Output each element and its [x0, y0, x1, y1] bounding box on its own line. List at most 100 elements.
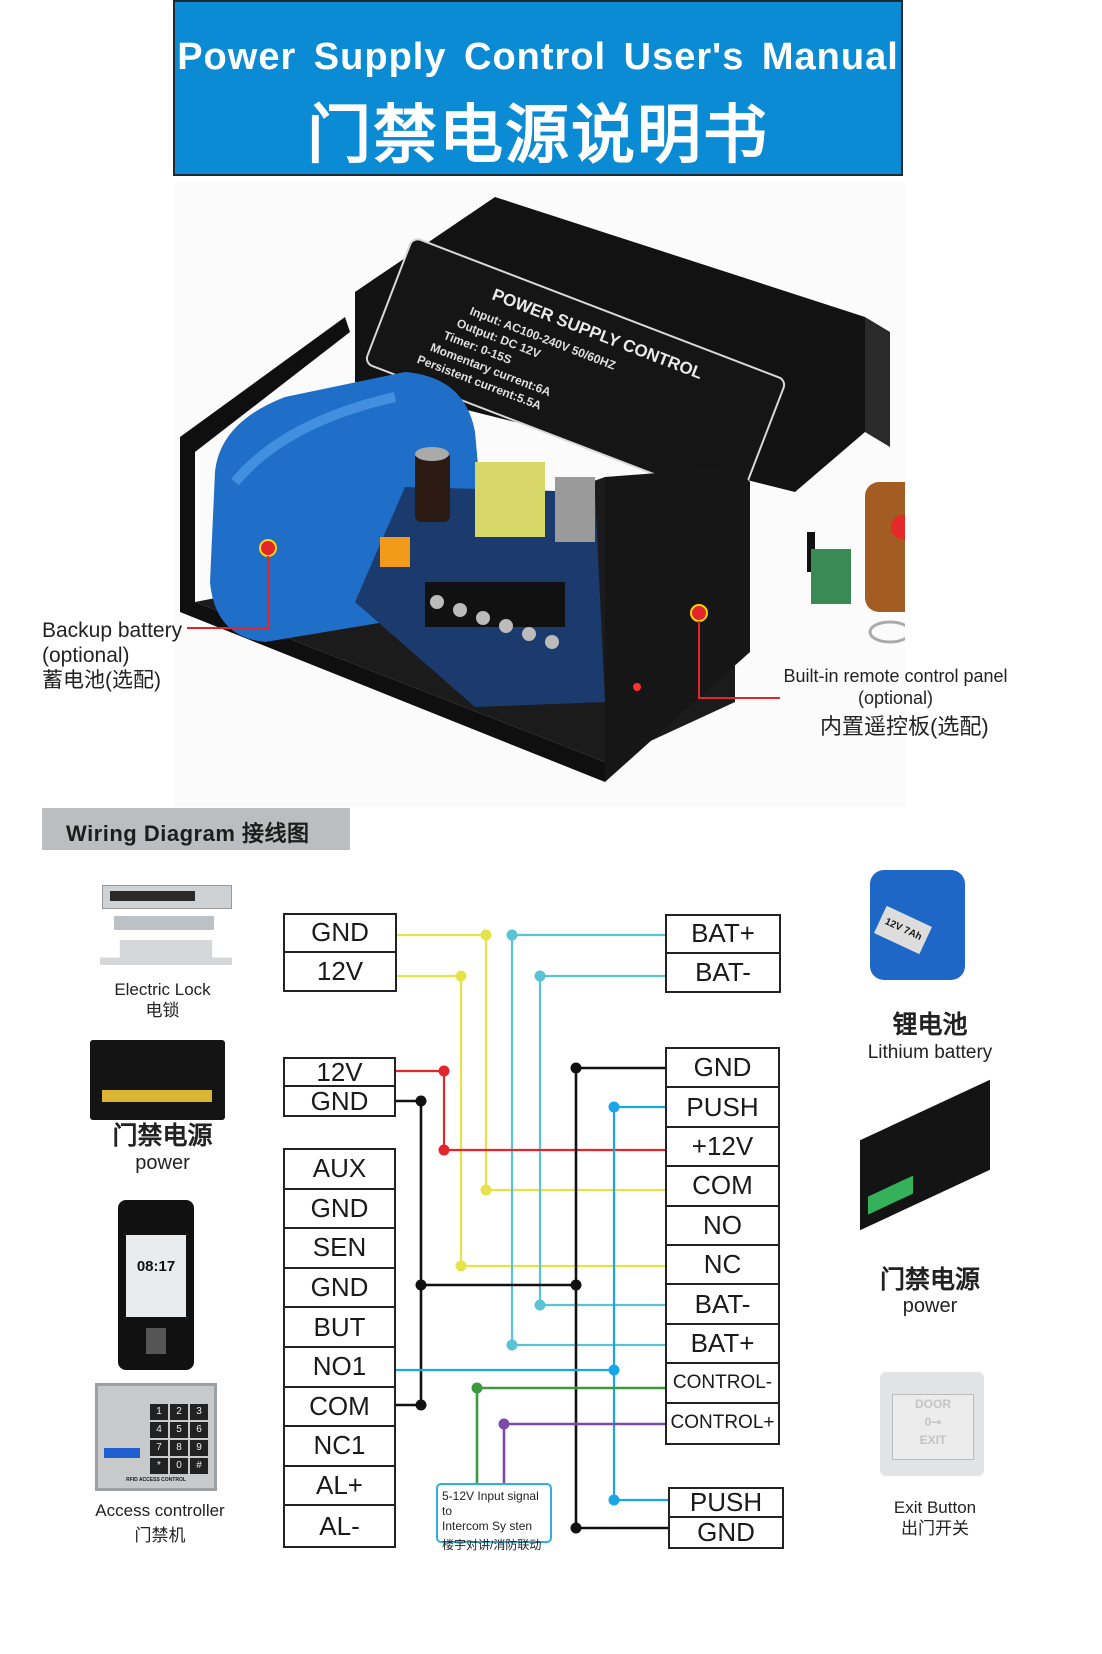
terminal-power-0: 12V [285, 1057, 394, 1087]
terminal-psu-9: CONTROL+ [670, 1412, 775, 1434]
remote-callout-en: Built-in remote control panel [783, 666, 1008, 686]
terminal-controller-6: COM [285, 1388, 394, 1428]
terminal-exit-0: PUSH [670, 1487, 782, 1518]
wire-control-minus [475, 1386, 665, 1485]
wiring-diagram-title: Wiring Diagram 接线图 [66, 821, 310, 846]
wiring-diagram-heading: Wiring Diagram 接线图 [42, 808, 350, 850]
key-icon: 0⊸ [924, 1415, 942, 1429]
junction-dot [415, 1095, 427, 1107]
power-caption-en-right: power [902, 1295, 958, 1317]
keypad-key: 5 [170, 1422, 188, 1438]
electric-lock-caption-zh: 电锁 [145, 1001, 180, 1020]
exit-button-door-text: DOOR [915, 1397, 951, 1411]
terminal-controller-1: GND [285, 1190, 394, 1230]
keypad-key: 7 [150, 1440, 168, 1456]
terminal-psu-7: BAT+ [667, 1325, 778, 1365]
power-supply-image-left [90, 1040, 225, 1120]
wire-lock-12v-to-nc [396, 974, 665, 1268]
electric-lock-caption: Electric Lock 电锁 [80, 979, 245, 1021]
keypad-label: RFID ACCESS CONTROL [126, 1477, 186, 1483]
terminal-lock-1: 12V [316, 955, 364, 986]
keypad-key: 6 [190, 1422, 208, 1438]
terminal-psu-6: BAT- [667, 1285, 778, 1325]
junction-dot [471, 1382, 483, 1394]
junction-dot [608, 1364, 620, 1376]
terminal-psu-3: COM [667, 1167, 778, 1207]
terminal-psu-1: PUSH [667, 1088, 778, 1128]
lithium-battery-image: 12V 7Ah [870, 870, 965, 980]
terminal-exit-1: GND [697, 1517, 755, 1547]
remote-callout-optional: (optional) [857, 688, 934, 708]
junction-dot [455, 1260, 467, 1272]
battery-callout-optional: (optional) [42, 644, 130, 667]
battery-callout-en: Backup battery [42, 619, 183, 642]
power-supply-image-right [860, 1079, 990, 1231]
keypad-key: 0 [170, 1458, 188, 1474]
terminal-lock-0: GND [285, 915, 395, 953]
junction-dot [506, 929, 518, 941]
junction-dot [534, 970, 546, 982]
remote-fob-icon [865, 482, 940, 612]
wire-battery-minus [538, 974, 665, 1307]
electric-lock-image [100, 885, 232, 970]
battery-terminal-block: BAT+BAT- [665, 914, 781, 993]
signal-note-line1: 5-12V Input signal to [442, 1489, 539, 1518]
junction-dot [498, 1418, 510, 1430]
wire-power-gnd-to-com [396, 1099, 423, 1407]
junction-dot [415, 1399, 427, 1411]
power-caption-zh-right: 门禁电源 [879, 1266, 980, 1294]
terminal-controller-4: BUT [285, 1308, 394, 1348]
terminal-clock: 08:17 [136, 1258, 176, 1275]
battery-callout-zh: 蓄电池(选配) [42, 669, 161, 692]
receiver-module-icon [811, 549, 851, 604]
junction-dot [480, 929, 492, 941]
exit-button-image: DOOR 0⊸ EXIT [880, 1372, 984, 1476]
terminal-psu-4: NO [667, 1207, 778, 1246]
keypad-key: 3 [190, 1404, 208, 1420]
battery-callout: Backup battery (optional) 蓄电池(选配) [42, 618, 182, 693]
header-banner: Power Supply Control User's Manual 门禁电源说… [173, 0, 903, 176]
junction-dot [570, 1279, 582, 1291]
terminal-controller-3: GND [285, 1269, 394, 1309]
keypad-key: 1 [150, 1404, 168, 1420]
remote-callout: Built-in remote control panel (optional) [773, 665, 1018, 709]
keypad-key: 8 [170, 1440, 188, 1456]
exit-button-caption-en: Exit Button [893, 1498, 977, 1517]
terminal-controller-7: NC1 [285, 1427, 394, 1467]
terminal-controller-8: AL+ [285, 1467, 394, 1507]
title-chinese: 门禁电源说明书 [307, 99, 769, 171]
junction-dot [506, 1339, 518, 1351]
power-supply-illustration: POWER SUPPLY CONTROL Input: AC100-240V 5… [180, 197, 940, 782]
wire-battery-plus [510, 933, 665, 1347]
keypad-key: 2 [170, 1404, 188, 1420]
intercom-signal-note: 5-12V Input signal to Intercom Sy sten 楼… [436, 1483, 552, 1552]
power-caption-en-left: power [135, 1152, 190, 1174]
enclosure-base [180, 317, 605, 782]
junction-dot [570, 1522, 582, 1534]
exit-button-caption: Exit Button 出门开关 [855, 1497, 1015, 1539]
wire-lock-gnd-to-com [396, 933, 665, 1192]
product-photo: POWER SUPPLY CONTROL Input: AC100-240V 5… [175, 182, 940, 807]
terminal-controller-0: AUX [285, 1150, 394, 1190]
keypad-key: 4 [150, 1422, 168, 1438]
junction-dot [570, 1062, 582, 1074]
junction-dot [455, 970, 467, 982]
lithium-battery-caption-en: Lithium battery [867, 1042, 993, 1063]
terminal-controller-9: AL- [319, 1510, 360, 1541]
access-controller-caption: Access controller 门禁机 [75, 1500, 245, 1546]
terminal-battery-0: BAT+ [667, 916, 779, 954]
remote-callout-line [698, 621, 780, 699]
keypad-key: * [150, 1458, 168, 1474]
junction-dot [608, 1101, 620, 1113]
battery-label: 12V 7Ah [874, 905, 932, 955]
remote-callout-dot [690, 604, 708, 622]
exit-button-caption-zh: 出门开关 [901, 1519, 969, 1538]
terminal-psu-0: GND [667, 1049, 778, 1089]
terminal-psu-8: CONTROL- [667, 1364, 778, 1404]
face-recognition-terminal-image: 08:17 [118, 1200, 194, 1370]
